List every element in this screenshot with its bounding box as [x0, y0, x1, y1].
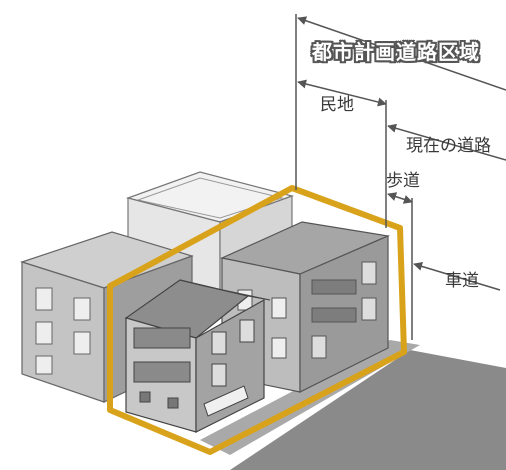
private-land-arrow — [297, 79, 387, 107]
city-planning-road-zone-label: 都市計画道路区域 — [312, 40, 480, 64]
roadway-arrow — [413, 262, 501, 291]
front-house — [124, 279, 271, 433]
private-land-label: 民地 — [320, 95, 354, 115]
road-surface — [230, 350, 506, 470]
current-road-arrow — [387, 123, 506, 161]
roadway-label: 車道 — [445, 271, 479, 291]
zone-arrow — [297, 16, 506, 91]
sidewalk-label: 歩道 — [386, 171, 420, 191]
right-building — [220, 221, 391, 393]
zone-highlight-outline — [107, 185, 407, 455]
current-road-label: 現在の道路 — [406, 136, 491, 156]
sidewalk-arrow — [387, 192, 413, 204]
